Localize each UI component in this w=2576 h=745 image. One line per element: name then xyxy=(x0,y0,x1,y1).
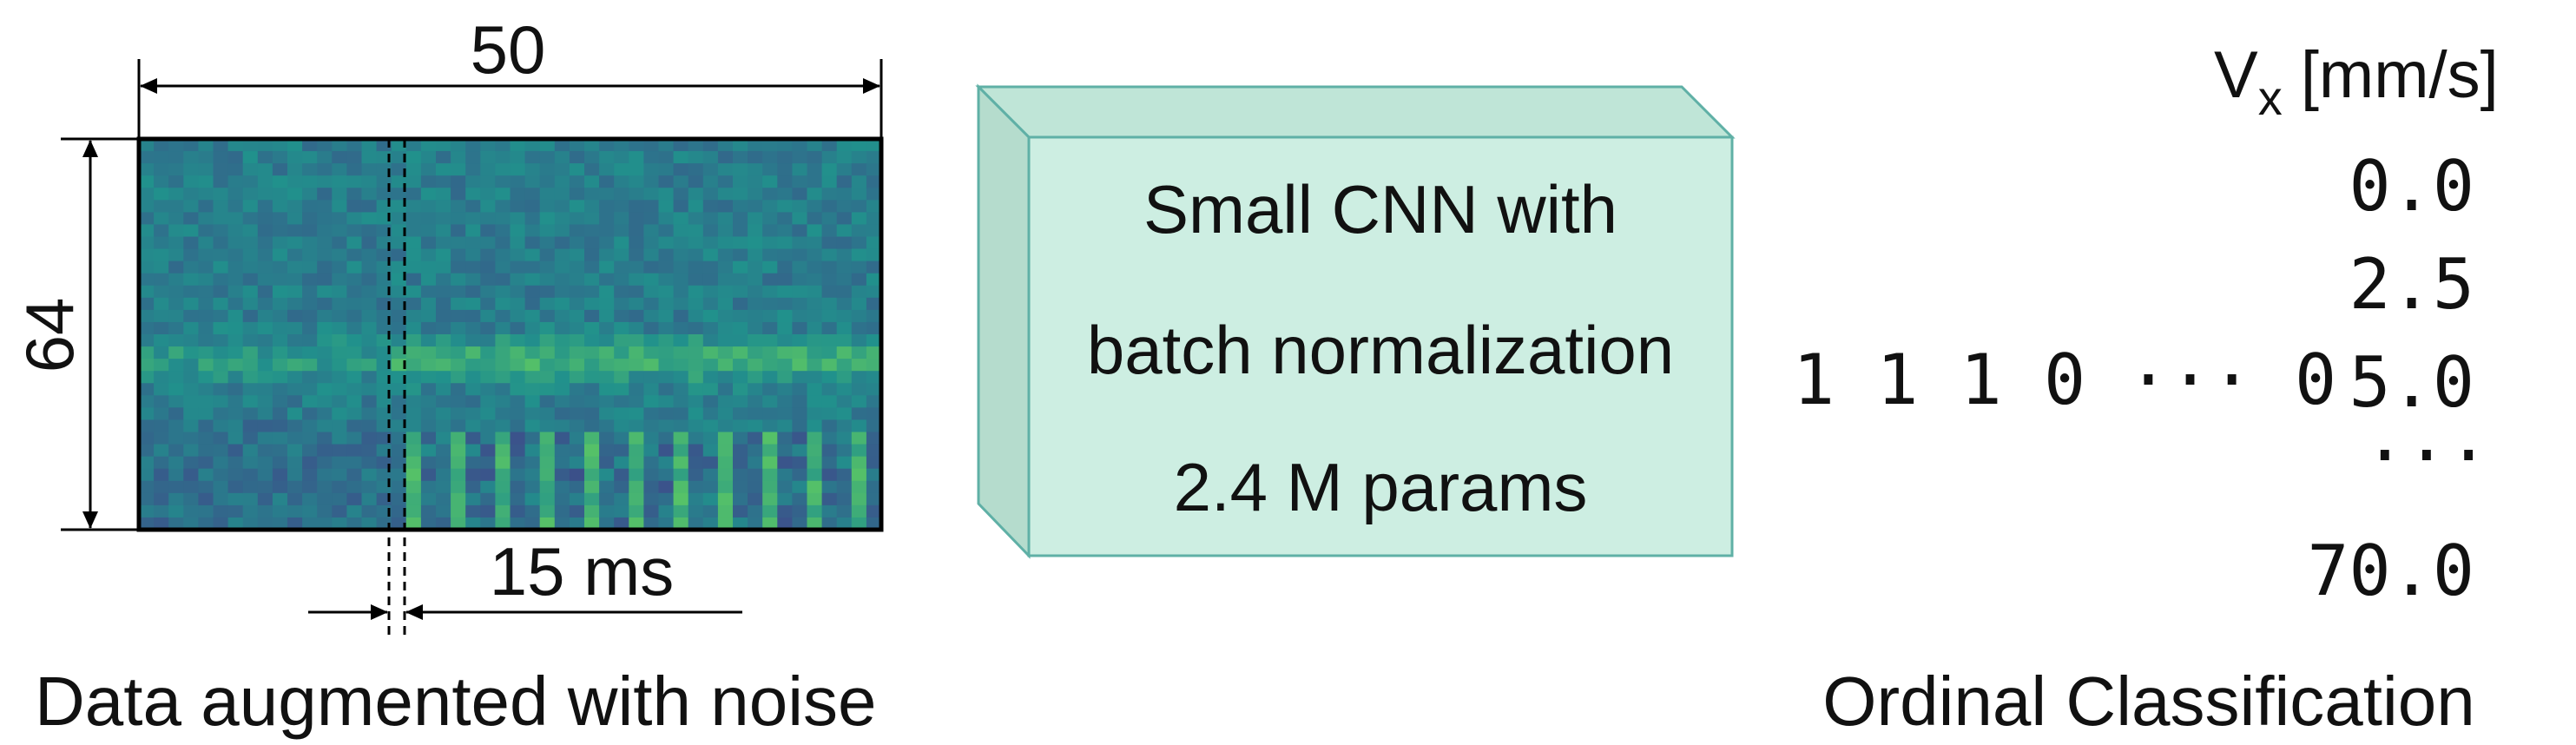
velocity-header-main: V xyxy=(2214,38,2258,112)
velocity-header-subscript: x xyxy=(2258,70,2283,125)
height-dimension-label: 64 xyxy=(11,298,88,373)
velocity-header: Vx [mm/s] xyxy=(2214,38,2499,125)
ordinal-vector: 1 1 1 0 ··· 0 xyxy=(1793,340,2336,420)
velocity-header-unit: [mm/s] xyxy=(2283,38,2499,112)
spectrogram-panel: 50 64 15 ms Data augmented with noise xyxy=(11,11,884,740)
width-dimension-label: 50 xyxy=(471,11,546,88)
cnn-block: Small CNN with batch normalization 2.4 M… xyxy=(975,83,1736,559)
velocity-value-0: 0.0 xyxy=(2349,146,2475,227)
velocity-value-4: 70.0 xyxy=(2307,531,2474,611)
output-caption: Ordinal Classification xyxy=(1822,663,2474,740)
velocity-value-2: 5.0 xyxy=(2349,342,2475,423)
window-duration-label: 15 ms xyxy=(490,533,674,610)
spectrogram-caption: Data augmented with noise xyxy=(35,663,877,740)
spectrogram-image xyxy=(136,136,884,532)
cnn-block-line-1: Small CNN with xyxy=(1143,171,1617,247)
velocity-value-1: 2.5 xyxy=(2349,244,2475,325)
cnn-block-line-2: batch normalization xyxy=(1087,312,1674,388)
output-panel: Vx [mm/s] 1 1 1 0 ··· 0 0.0 2.5 5.0 ··· … xyxy=(1793,38,2499,740)
cnn-block-top-face xyxy=(975,85,1736,139)
cnn-block-side-face xyxy=(977,83,1031,559)
velocity-value-ellipsis: ··· xyxy=(2364,415,2490,496)
cnn-block-front-face xyxy=(1027,135,1734,557)
cnn-block-line-3: 2.4 M params xyxy=(1174,449,1588,525)
